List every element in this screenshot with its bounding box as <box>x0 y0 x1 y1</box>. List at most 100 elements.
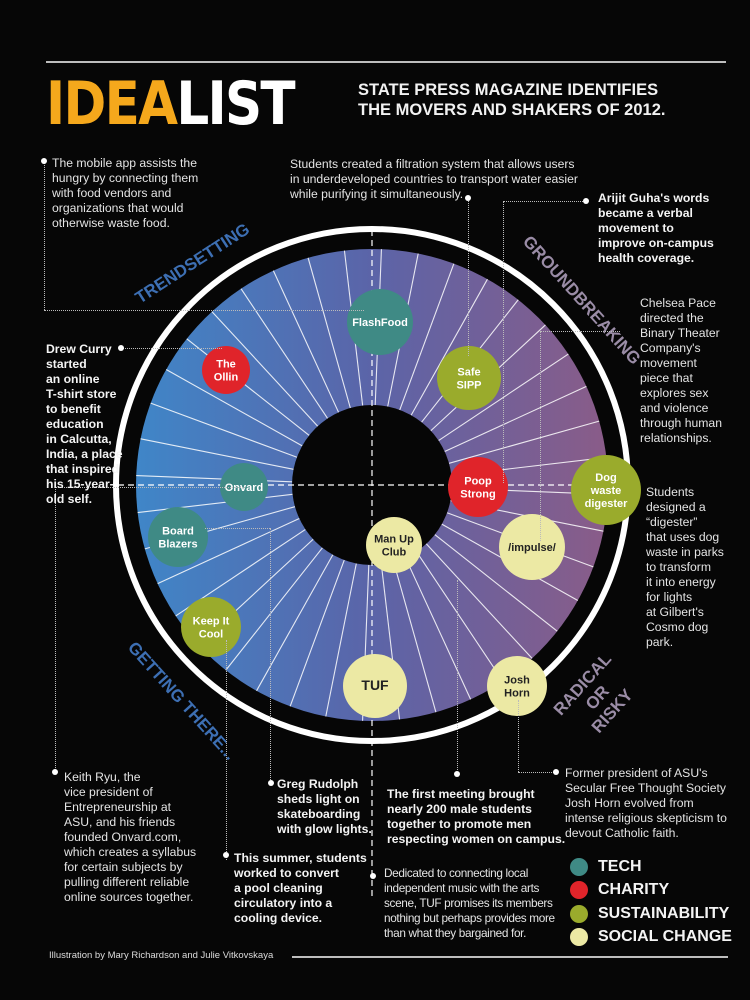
note-line: while purifying it simultaneously. <box>290 187 464 201</box>
note-line: online sources together. <box>64 890 194 904</box>
legend-swatch-icon <box>570 881 588 900</box>
bubble-circle <box>499 514 565 580</box>
bubble-label: Strong <box>460 489 495 501</box>
bubble-label: Onvard <box>225 482 264 494</box>
connector <box>122 348 222 349</box>
note-line: and violence <box>640 401 709 415</box>
note-line: Josh Horn evolved from <box>565 796 694 810</box>
note-line: waste in parks <box>646 545 724 559</box>
note-line: with food vendors and <box>52 186 172 200</box>
note-line: T-shirt store <box>46 387 117 401</box>
note-line: to transform <box>646 560 712 574</box>
legend-item-social-change: SOCIAL CHANGE <box>570 926 732 950</box>
note-line: independent music with the arts <box>384 881 540 895</box>
note-line: skateboarding <box>277 807 361 821</box>
bubble-circle <box>571 455 641 525</box>
page-title: IDEALIST <box>46 74 296 134</box>
wheel-spoke <box>307 257 351 409</box>
note-line: at Gilbert's <box>646 605 704 619</box>
bubble-circle <box>347 289 413 355</box>
wheel-spoke <box>256 554 334 692</box>
note-line: intense religious skepticism to <box>565 811 727 825</box>
bubble-circle <box>487 656 547 716</box>
wheel-spoke <box>225 547 323 671</box>
note-line: Entrepreneurship at <box>64 800 172 814</box>
note-line: which creates a syllabus <box>64 845 197 859</box>
note-line: Drew Curry <box>46 342 112 356</box>
note-line: health coverage. <box>598 251 695 265</box>
bubble-circle <box>366 517 422 573</box>
note-line: his 15-year- <box>46 477 114 491</box>
note-line: Secular Free Thought Society <box>565 781 727 795</box>
note-line: Students created a filtration system tha… <box>290 157 575 171</box>
legend-item-sustainability: SUSTAINABILITY <box>570 902 732 926</box>
note-line: nothing but perhaps provides more <box>384 911 555 925</box>
connector <box>518 700 519 772</box>
wheel-spoke <box>272 270 340 413</box>
note-line: cooling device. <box>234 911 323 925</box>
note-line: The first meeting brought <box>387 787 535 801</box>
bubble-label: Board <box>162 526 194 538</box>
bubble-label: SIPP <box>456 380 481 392</box>
wheel-spoke <box>140 438 294 470</box>
bubble-impulse: /impulse/ <box>499 514 565 580</box>
connector-dot <box>118 345 124 351</box>
legend-label: SOCIAL CHANGE <box>598 928 732 946</box>
note-line: together to promote men <box>387 817 532 831</box>
legend-label: CHARITY <box>598 881 670 899</box>
connector <box>540 331 620 332</box>
note-line: for lights <box>646 590 693 604</box>
connector <box>518 772 556 773</box>
wheel-spoke <box>393 561 437 713</box>
connector <box>44 163 45 310</box>
wheel-spoke <box>425 543 533 659</box>
wheel-spoke <box>448 420 600 464</box>
wheel-spoke <box>289 559 345 707</box>
legend-swatch-icon <box>570 904 588 923</box>
subtitle-line: THE MOVERS AND SHAKERS OF 2012. <box>358 101 666 119</box>
top-rule <box>46 61 726 63</box>
note-line: founded Onvard.com, <box>64 830 182 844</box>
note-line: became a verbal <box>598 206 693 220</box>
note-line: in Calcutta, <box>46 432 112 446</box>
note-line: Former president of ASU's <box>565 766 708 780</box>
wheel-spoke <box>211 311 319 427</box>
bubble-label: Ollin <box>214 372 239 384</box>
note-line: piece that <box>640 371 693 385</box>
bubble-label: digester <box>585 498 629 510</box>
legend: TECH CHARITY SUSTAINABILITY SOCIAL CHANGE <box>570 855 732 949</box>
bubble-label: waste <box>590 485 622 497</box>
bubble-label: Horn <box>504 688 530 700</box>
bubble-flashfood: FlashFood <box>347 289 413 355</box>
wheel-spoke <box>404 557 472 700</box>
note-line: movement to <box>598 221 674 235</box>
wheel-spoke <box>434 534 558 632</box>
legend-item-tech: TECH <box>570 855 732 879</box>
connector-dot <box>41 158 47 164</box>
wheel-spoke <box>444 385 587 453</box>
connector-dot <box>223 852 229 858</box>
connector <box>205 528 270 529</box>
note-line: through human <box>640 416 722 430</box>
bubble-label: Cool <box>199 629 223 641</box>
note-line: started <box>46 357 87 371</box>
note-line: otherwise waste food. <box>52 216 170 230</box>
connector <box>503 201 504 483</box>
note-line: movement <box>640 356 697 370</box>
note-line: nearly 200 male students <box>387 802 532 816</box>
illustration-credit: Illustration by Mary Richardson and Juli… <box>49 950 274 961</box>
note-line: for certain subjects by <box>64 860 183 874</box>
note-line: an online <box>46 372 100 386</box>
connector <box>44 310 364 311</box>
